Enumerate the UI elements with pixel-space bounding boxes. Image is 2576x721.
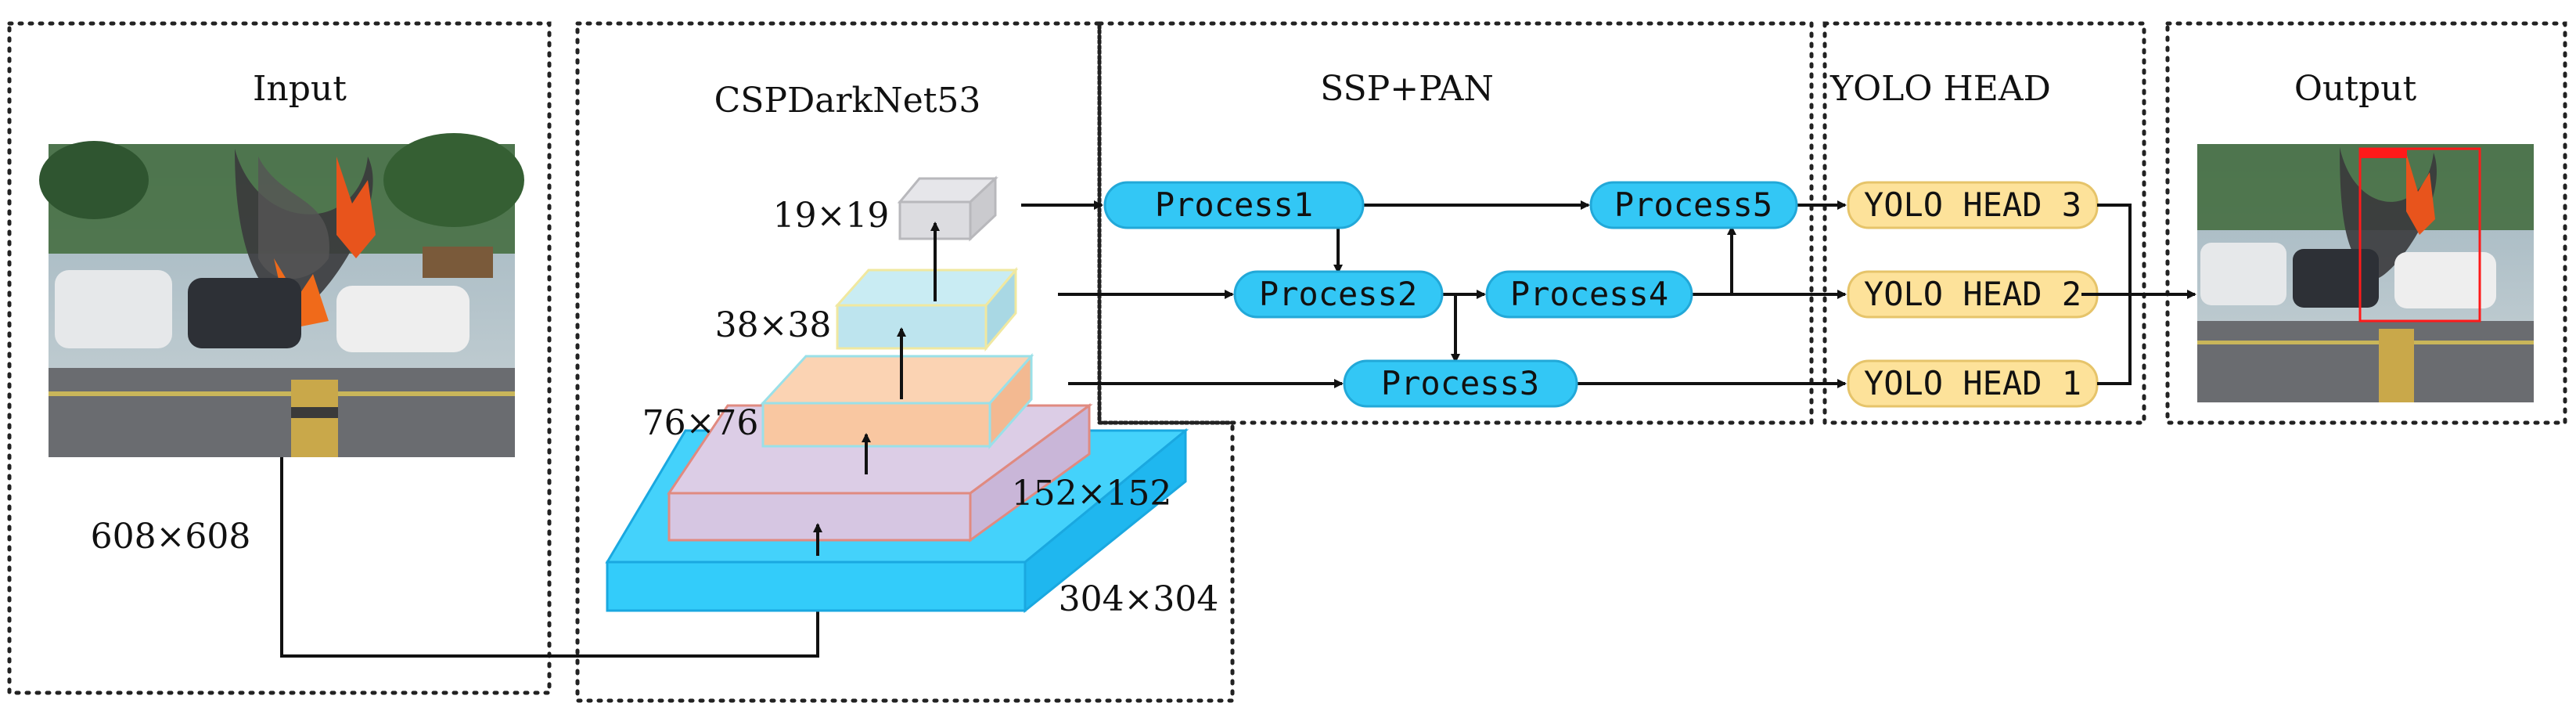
output-panel xyxy=(2165,21,2567,425)
size-label-38: 38×38 xyxy=(715,305,832,345)
input-title: Input xyxy=(253,69,347,109)
process1-node: Process1 xyxy=(1103,181,1365,229)
neck-title: SSP+PAN xyxy=(1320,69,1494,109)
backbone-title: CSPDarkNet53 xyxy=(714,81,981,121)
size-label-152: 152×152 xyxy=(1012,474,1172,514)
process4-node: Process4 xyxy=(1485,270,1693,319)
process4-label: Process4 xyxy=(1510,275,1668,313)
process2-label: Process2 xyxy=(1259,275,1417,313)
head-panel xyxy=(1822,21,2146,425)
process5-node: Process5 xyxy=(1589,181,1798,229)
output-title: Output xyxy=(2294,69,2417,109)
block-76 xyxy=(760,353,1034,449)
process5-label: Process5 xyxy=(1614,186,1772,224)
input-image xyxy=(39,133,524,457)
input-panel xyxy=(7,21,552,695)
size-label-304: 304×304 xyxy=(1059,579,1219,619)
yolo-head-1-label: YOLO HEAD 1 xyxy=(1864,364,2081,402)
output-image xyxy=(2197,144,2534,402)
yolo-head-2-node: YOLO HEAD 2 xyxy=(1847,270,2099,319)
neck-panel xyxy=(1097,21,1814,425)
yolo-head-3-node: YOLO HEAD 3 xyxy=(1847,181,2099,229)
yolo-head-1-node: YOLO HEAD 1 xyxy=(1847,359,2099,408)
size-label-76: 76×76 xyxy=(642,403,759,443)
block-38 xyxy=(834,266,1019,352)
process3-node: Process3 xyxy=(1343,359,1578,408)
input-to-backbone-arrow xyxy=(280,457,822,658)
input-size-label: 608×608 xyxy=(91,517,251,557)
process3-label: Process3 xyxy=(1381,364,1539,402)
process2-node: Process2 xyxy=(1233,270,1444,319)
block-19 xyxy=(897,175,998,242)
yolo-head-3-label: YOLO HEAD 3 xyxy=(1864,186,2081,224)
process1-label: Process1 xyxy=(1155,186,1313,224)
size-label-19: 19×19 xyxy=(773,196,890,236)
yolo-head-2-label: YOLO HEAD 2 xyxy=(1864,275,2081,313)
head-title: YOLO HEAD xyxy=(1829,69,2051,109)
